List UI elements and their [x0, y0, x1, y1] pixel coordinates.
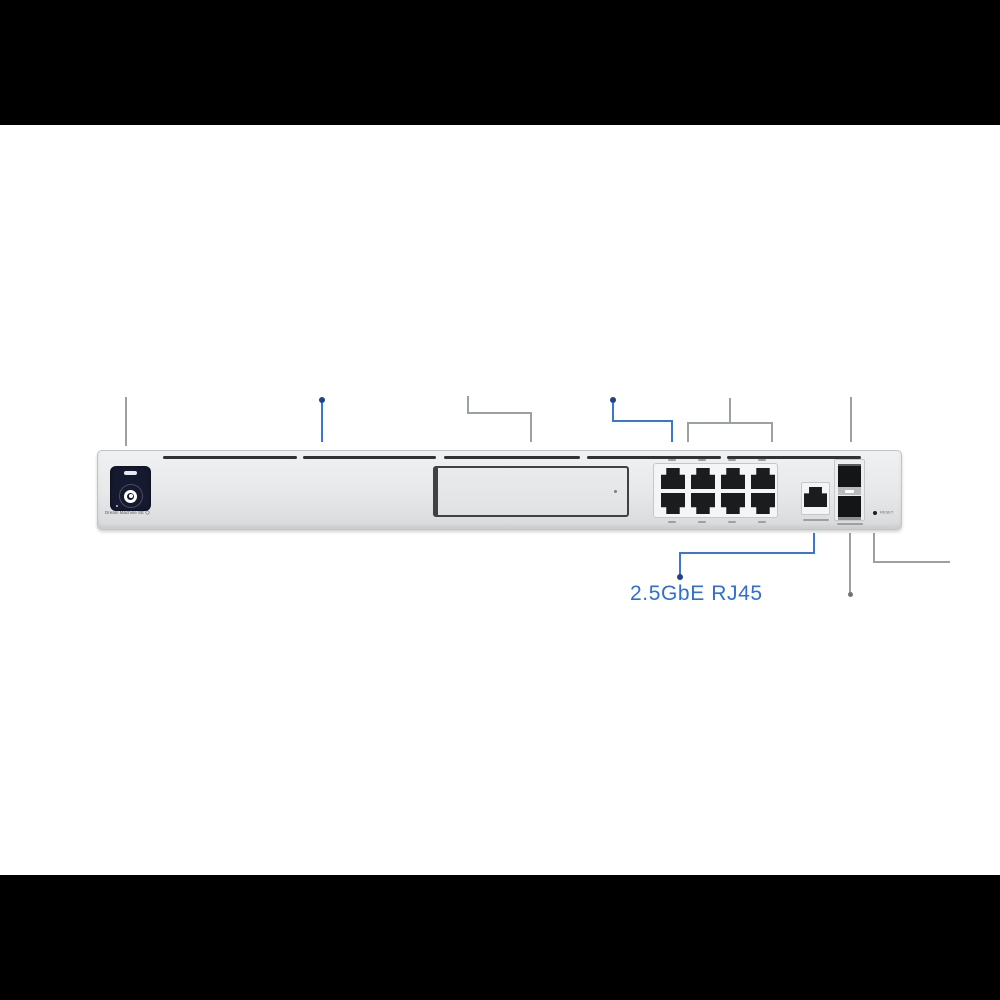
screen-ring-outer	[118, 484, 143, 508]
callout-25g-endpoint-dot	[677, 574, 683, 580]
wan-port-label-mark	[803, 519, 829, 521]
model-label: Dream Machine SE	[105, 510, 150, 515]
vent-slot	[587, 456, 721, 459]
port-label-mark	[758, 459, 766, 461]
callout-blue-line-2-v2	[671, 420, 673, 442]
callout-ports-bracket-h	[687, 422, 773, 424]
callout-reset-line-h	[873, 561, 950, 563]
rj45-port-8	[751, 493, 775, 514]
vent-slot	[163, 456, 297, 459]
callout-25g-line-v2	[679, 552, 681, 576]
callout-reset-line-v	[873, 533, 875, 563]
rj45-port-6	[691, 493, 715, 514]
rj45-port-3	[721, 468, 745, 489]
port-label-mark	[728, 521, 736, 523]
sfp-label-mark	[837, 523, 863, 525]
touchscreen-display	[110, 466, 151, 511]
rj45-25g-port	[804, 487, 827, 507]
callout-sfp-line-bottom	[849, 533, 851, 594]
port-label-mark	[728, 459, 736, 461]
screen-center-dot	[128, 494, 133, 498]
callout-sfp-endpoint-dot	[847, 592, 853, 597]
callout-ports-stub	[729, 398, 731, 424]
port-label-mark	[698, 459, 706, 461]
wan-25g-port-frame	[801, 482, 830, 515]
callout-sfp-line-top	[850, 397, 852, 442]
rj45-port-7	[721, 493, 745, 514]
rj45-port-2	[691, 468, 715, 489]
callout-bay-line-v2	[530, 412, 532, 442]
sfp-slot-1	[838, 464, 861, 488]
rj45-port-4	[751, 468, 775, 489]
bay-screw-dot	[614, 490, 617, 493]
letterbox-top	[0, 0, 1000, 125]
letterbox-bottom	[0, 875, 1000, 1000]
logo-badge-icon	[145, 510, 150, 515]
callout-display-line	[125, 397, 127, 446]
rj45-port-1	[661, 468, 685, 489]
rj45-port-5	[661, 493, 685, 514]
callout-blue-line-1	[321, 403, 323, 442]
callout-bay-line-v1	[467, 396, 469, 414]
device-chassis: Dream Machine SE	[97, 450, 902, 530]
callout-25g-line-h	[679, 552, 815, 554]
port-label-mark	[668, 521, 676, 523]
callout-25g-line-v1	[813, 533, 815, 554]
sfp-latch-glint	[845, 489, 854, 493]
port-label-mark	[698, 521, 706, 523]
sfp-latch	[838, 487, 861, 495]
reset-button	[873, 511, 877, 515]
callout-bay-line-h	[467, 412, 532, 414]
reset-label: RESET	[880, 510, 894, 515]
screen-logo	[124, 471, 137, 475]
sfp-plus-cage	[834, 459, 865, 521]
callout-blue-dot-2	[610, 397, 616, 403]
drive-bay-tray	[433, 466, 629, 517]
screen-ring	[124, 489, 137, 503]
vent-slot	[444, 456, 580, 459]
port-label-mark	[668, 459, 676, 461]
model-label-text: Dream Machine SE	[105, 510, 145, 515]
vent-slot	[303, 456, 436, 459]
sfp-slot-2	[838, 496, 861, 520]
callout-blue-line-2-v1	[612, 403, 614, 422]
vent-slot	[727, 456, 861, 459]
lan-port-block	[653, 463, 778, 518]
callout-ports-bracket-left	[687, 422, 689, 442]
screen-corner-dot	[116, 505, 118, 507]
port-label-mark	[758, 521, 766, 523]
callout-blue-line-2-h	[612, 420, 673, 422]
callout-ports-bracket-right	[771, 422, 773, 442]
callout-blue-dot-1	[319, 397, 325, 403]
port-type-label: 2.5GbE RJ45	[630, 582, 763, 605]
